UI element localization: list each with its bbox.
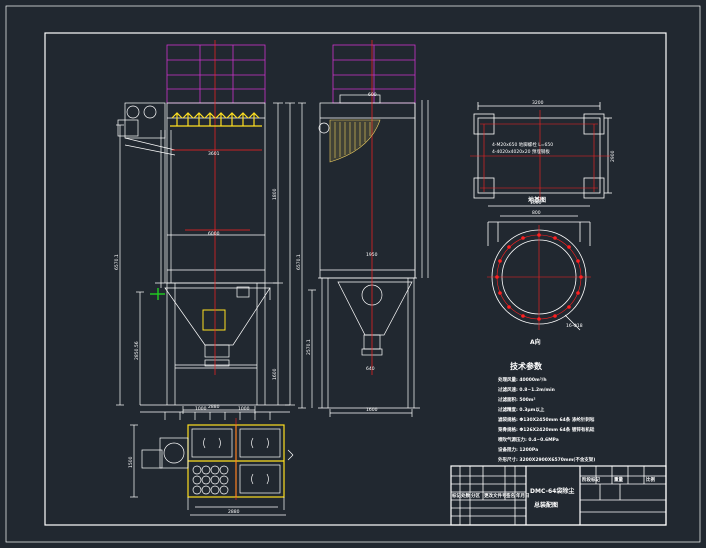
plan-side-dim: 1500 — [128, 456, 134, 468]
side-width-dim: 1600 — [366, 407, 378, 413]
side-mid-dim: 1950 — [366, 252, 378, 258]
front-right-dim-bottom: 1600 — [272, 368, 278, 380]
tech-param-row: 过滤面积: 500m² — [498, 396, 535, 403]
title-block — [450, 465, 667, 526]
tech-param-row: 喷吹气源压力: 0.4~0.6MPa — [498, 436, 559, 443]
plan-bottom-dim: 2880 — [228, 509, 240, 515]
plan-left-dim: 1000 — [195, 406, 207, 412]
flange-a-view — [487, 205, 591, 331]
front-lower-dim: 2850.56 — [134, 341, 140, 360]
sheet-outer-border — [5, 5, 701, 543]
plan-right-dim: 1000 — [238, 406, 250, 412]
foundation-plan — [470, 102, 612, 200]
tech-param-row: 过滤精度: 0.3μm以上 — [498, 406, 545, 413]
title-block-row-label: 年月日 — [516, 492, 530, 499]
title-block-drawing-name: 总装配图 — [534, 501, 558, 509]
side-bag-hatching — [329, 119, 381, 163]
front-width-dim: 2880 — [208, 404, 220, 410]
title-block-row-label: 分区 — [471, 492, 480, 499]
tech-param-row: 外形尺寸: 3200X2900X6570mm(不含支架) — [498, 456, 595, 463]
foundation-caption: 地基图 — [528, 196, 546, 204]
foundation-note-1: 4-M20x650 地脚螺栓 L=650 — [492, 141, 553, 148]
foundation-width-dim: 3200 — [532, 100, 544, 106]
plan-bag-circles — [192, 465, 229, 495]
side-lower-dim: 2570.1 — [306, 339, 312, 355]
tech-param-row: 过滤风速: 0.8~1.2m/min — [498, 386, 555, 393]
flange-outer-dim: 1000 — [530, 200, 542, 206]
flange-caption: A向 — [530, 338, 541, 346]
title-block-project: DMC-64袋除尘 — [530, 487, 574, 495]
side-elevation-view — [298, 40, 429, 417]
technical-parameters: 技术参数 处理风量: 40000m³/h 过滤风速: 0.8~1.2m/min … — [497, 361, 595, 463]
side-top-dim: 600 — [368, 92, 377, 98]
tech-params-heading: 技术参数 — [510, 361, 543, 371]
tech-param-row: 设备阻力: 1200Pa — [498, 446, 538, 453]
title-block-cell-label: 重量 — [614, 476, 623, 483]
title-block-row-label: 处数 — [460, 492, 470, 499]
side-outlet-dim: 640 — [366, 366, 375, 372]
tech-param-row: 处理风量: 40000m³/h — [497, 376, 547, 383]
front-pulse-nozzles — [170, 112, 262, 127]
sheet-inner-border — [44, 32, 667, 526]
plan-view — [130, 411, 294, 516]
title-block-row-label: 签名 — [505, 492, 515, 499]
title-block-row-label: 标记 — [451, 492, 461, 499]
front-mid-dim: 3601 — [208, 151, 220, 157]
side-height-dim: 6570.1 — [296, 254, 302, 270]
front-height-dim: 6570.1 — [114, 254, 120, 270]
front-bag-dim: 6000 — [208, 231, 220, 237]
title-block-cell-label: 阶段标记 — [582, 476, 600, 483]
tech-param-row: 滤袋规格: Φ130X2450mm 64条 涤纶针刺毡 — [498, 416, 595, 423]
tech-param-row: 笼骨规格: Φ126X2420mm 64条 镀锌有机硅 — [497, 426, 595, 433]
flange-inner-dim: 800 — [532, 210, 541, 216]
foundation-note-2: 4-4020x4020x20 预埋钢板 — [492, 148, 550, 155]
title-block-cell-label: 比例 — [646, 476, 655, 483]
flange-bolt-holes — [495, 233, 583, 321]
title-block-row-label: 更改文件号 — [484, 492, 507, 499]
foundation-height-dim: 2900 — [610, 150, 616, 162]
front-right-dim-top: 1800 — [272, 188, 278, 200]
flange-bolt-note: 16-Φ18 — [566, 323, 583, 329]
front-bag-grid — [166, 44, 266, 104]
